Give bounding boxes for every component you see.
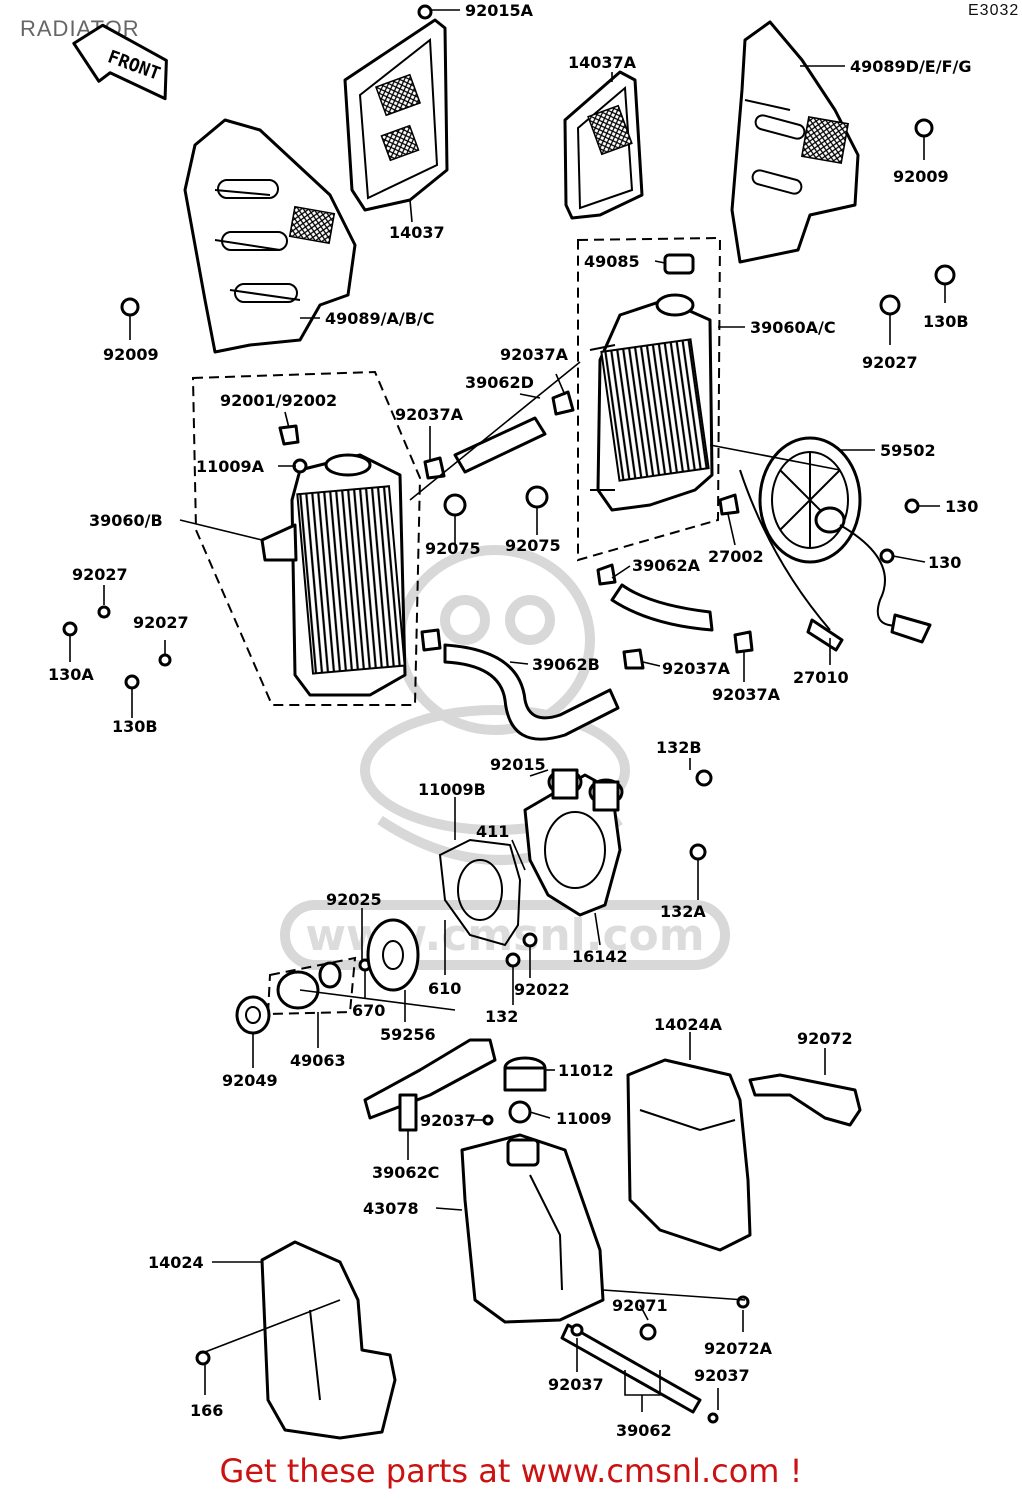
radiator-cap-part xyxy=(663,253,695,275)
part-label: 43078 xyxy=(363,1199,419,1218)
part-label: 92025 xyxy=(326,890,382,909)
part-label: 132B xyxy=(656,738,702,757)
part-label: 92015 xyxy=(490,755,546,774)
part-label: 92037 xyxy=(694,1366,750,1385)
part-label: 166 xyxy=(190,1401,223,1420)
part-label: 92049 xyxy=(222,1071,278,1090)
mounting-bracket xyxy=(748,1073,862,1127)
right-radiator-grille xyxy=(563,70,644,220)
part-label: 59256 xyxy=(380,1025,436,1044)
part-label: 92037A xyxy=(662,659,731,678)
leader-lines xyxy=(69,9,946,1412)
part-label: 92075 xyxy=(505,536,561,555)
part-label: 92072A xyxy=(704,1339,773,1358)
part-label: 92015A xyxy=(465,1,534,20)
part-label: 92027 xyxy=(862,353,918,372)
part-label: 16142 xyxy=(572,947,628,966)
part-label: 39060/B xyxy=(89,511,163,530)
part-label: 92075 xyxy=(425,539,481,558)
part-label: 11009B xyxy=(418,780,486,799)
part-label: 39062 xyxy=(616,1421,672,1440)
part-label: 92022 xyxy=(514,980,570,999)
reservoir-tank xyxy=(460,1133,605,1324)
part-label: 14037A xyxy=(568,53,637,72)
part-label: 130B xyxy=(923,312,969,331)
part-label: 92072 xyxy=(797,1029,853,1048)
reservoir-cover-right xyxy=(626,1058,752,1252)
part-label: 92009 xyxy=(103,345,159,364)
part-label: 39062D xyxy=(465,373,534,392)
part-label: 92037A xyxy=(712,685,781,704)
part-label: 130 xyxy=(945,497,978,516)
pump-impeller xyxy=(366,918,420,992)
part-label: 14037 xyxy=(389,223,445,242)
part-label: 92037A xyxy=(500,345,569,364)
fasteners xyxy=(62,4,956,1424)
part-label: 92071 xyxy=(612,1296,668,1315)
right-radiator xyxy=(589,293,714,512)
part-label: 130A xyxy=(48,665,94,684)
part-label: 14024 xyxy=(148,1253,204,1272)
part-label: 11009 xyxy=(556,1109,612,1128)
pump-gasket xyxy=(438,838,522,947)
part-label: 132 xyxy=(485,1007,518,1026)
part-label: 14024A xyxy=(654,1015,723,1034)
part-label: 39060A/C xyxy=(750,318,836,337)
right-radiator-shroud xyxy=(730,20,860,264)
left-radiator-shroud xyxy=(183,118,357,354)
part-label: 59502 xyxy=(880,441,936,460)
part-label: 11009A xyxy=(196,457,265,476)
part-label: 92037 xyxy=(420,1111,476,1130)
part-label: 130B xyxy=(112,717,158,736)
reservoir-cover-left xyxy=(260,1240,397,1440)
part-label: 92027 xyxy=(133,613,189,632)
part-label: 27002 xyxy=(708,547,764,566)
part-label: 670 xyxy=(352,1001,385,1020)
part-label: 92037 xyxy=(548,1375,604,1394)
part-label: 92009 xyxy=(893,167,949,186)
part-label: 610 xyxy=(428,979,461,998)
part-label: 27010 xyxy=(793,668,849,687)
part-label: 92037A xyxy=(395,405,464,424)
part-label: 49089/A/B/C xyxy=(325,309,435,328)
part-label: 39062A xyxy=(632,556,701,575)
part-labels: 92015A 14037A 49089D/E/F/G 92009 14037 4… xyxy=(48,1,978,1440)
part-label: 39062C xyxy=(372,1163,439,1182)
part-label: 132A xyxy=(660,902,706,921)
part-label: 11012 xyxy=(558,1061,614,1080)
part-label: 39062B xyxy=(532,655,600,674)
part-label: 49089D/E/F/G xyxy=(850,57,971,76)
watermark-text: www.cmsnl.com xyxy=(305,910,704,961)
front-direction-arrow: FRONT xyxy=(72,23,168,101)
part-label: 130 xyxy=(928,553,961,572)
coolant-hoses xyxy=(363,416,714,1414)
left-radiator-grille xyxy=(343,18,449,212)
footer-link-text[interactable]: Get these parts at www.cmsnl.com ! xyxy=(219,1452,803,1490)
part-label: 92027 xyxy=(72,565,128,584)
part-label: 49085 xyxy=(584,252,640,271)
part-label: 411 xyxy=(476,822,509,841)
part-label: 49063 xyxy=(290,1051,346,1070)
diagram-reference-code: E3032 xyxy=(968,2,1020,19)
part-label: 92001/92002 xyxy=(220,391,337,410)
water-pump-cover xyxy=(523,768,624,917)
mechanical-seal xyxy=(235,961,342,1035)
reservoir-cap xyxy=(503,1056,547,1124)
left-radiator xyxy=(260,453,407,697)
